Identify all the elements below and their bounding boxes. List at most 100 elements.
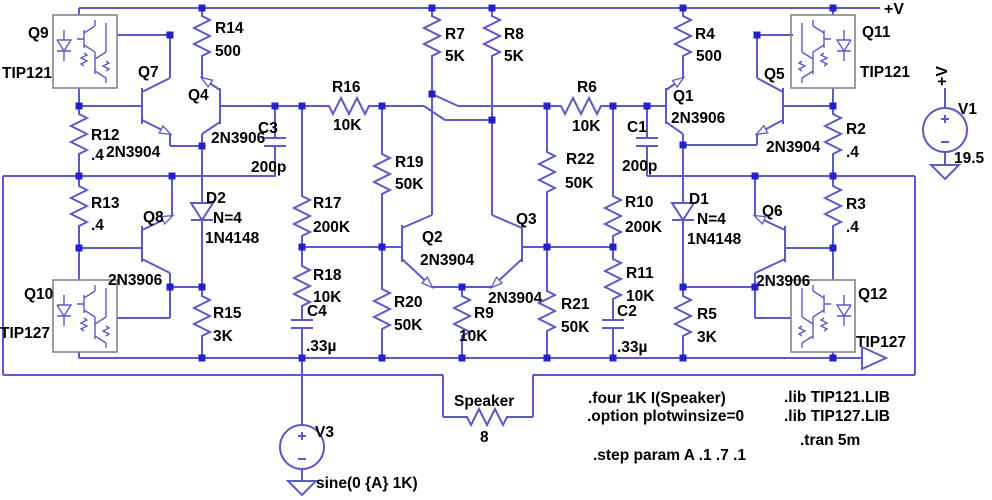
transistor-q4[interactable]: Q4 2N3906 bbox=[188, 76, 266, 147]
r4-value-label: 500 bbox=[696, 48, 722, 65]
c2-value-label: .33µ bbox=[617, 339, 647, 356]
r6-ref-label: R6 bbox=[577, 79, 597, 96]
spice-directives[interactable]: .four 1K I(Speaker) .option plotwinsize=… bbox=[587, 389, 890, 464]
q5-ref-label: Q5 bbox=[764, 66, 785, 83]
resistor-r3[interactable]: R3 .4 bbox=[824, 181, 866, 236]
resistor-r8[interactable]: R8 5K bbox=[483, 11, 525, 65]
r10-value-label: 200K bbox=[625, 219, 663, 236]
voltage-source-v3[interactable]: V3 sine(0 {A} 1K) bbox=[279, 424, 418, 496]
transistor-q8[interactable]: Q8 2N3906 bbox=[79, 209, 175, 289]
directive-tran[interactable]: .tran 5m bbox=[800, 432, 860, 449]
c1-value-label: 200p bbox=[622, 158, 657, 175]
diode-d1[interactable]: D1 N=4 1N4148 bbox=[671, 191, 742, 248]
resistor-r16[interactable]: R16 10K bbox=[324, 79, 374, 134]
transistor-q2[interactable]: Q2 2N3904 bbox=[382, 214, 475, 289]
darlington-q9[interactable]: Q9 TIP121 bbox=[2, 14, 118, 89]
resistor-r12[interactable]: R12 .4 bbox=[70, 109, 119, 164]
r18-value-label: 10K bbox=[313, 289, 342, 306]
directive-four[interactable]: .four 1K I(Speaker) bbox=[588, 390, 726, 407]
v3-value-label: sine(0 {A} 1K) bbox=[316, 475, 418, 492]
d2-param-label: N=4 bbox=[213, 210, 242, 227]
resistor-r15[interactable]: R15 3K bbox=[193, 291, 242, 345]
resistor-r7[interactable]: R7 5K bbox=[423, 11, 466, 65]
r9-value-label: 10K bbox=[459, 328, 488, 345]
q11-part-label: TIP121 bbox=[860, 64, 910, 81]
resistor-r14[interactable]: R14 500 bbox=[193, 11, 244, 61]
c4-ref-label: C4 bbox=[307, 303, 327, 320]
resistor-r21[interactable]: R21 50K bbox=[538, 286, 590, 336]
r13-ref-label: R13 bbox=[91, 195, 120, 212]
resistor-r11[interactable]: R11 10K bbox=[604, 254, 655, 305]
q6-ref-label: Q6 bbox=[762, 203, 783, 220]
q1-part-label: 2N3906 bbox=[671, 110, 726, 127]
q3-part-label: 2N3904 bbox=[488, 290, 543, 307]
directive-step[interactable]: .step param A .1 .7 .1 bbox=[593, 447, 746, 464]
v1-value-label: 19.5 bbox=[954, 150, 985, 167]
q12-part-label: TIP127 bbox=[856, 334, 906, 351]
resistor-r17[interactable]: R17 200K bbox=[293, 191, 351, 241]
q4-part-label: 2N3906 bbox=[211, 130, 266, 147]
transistor-q6[interactable]: Q6 2N3906 bbox=[752, 203, 833, 290]
c3-value-label: 200p bbox=[251, 159, 286, 176]
r3-ref-label: R3 bbox=[846, 196, 866, 213]
r19-ref-label: R19 bbox=[395, 154, 424, 171]
capacitor-c1[interactable]: C1 200p bbox=[622, 119, 658, 175]
r2-ref-label: R2 bbox=[846, 121, 866, 138]
v1-ref-label: V1 bbox=[958, 101, 977, 118]
r10-ref-label: R10 bbox=[625, 194, 653, 211]
resistor-r19[interactable]: R19 50K bbox=[373, 149, 424, 199]
d1-ref-label: D1 bbox=[689, 191, 709, 208]
r7-ref-label: R7 bbox=[445, 26, 465, 43]
r14-value-label: 500 bbox=[215, 43, 241, 60]
directive-lib-tip121[interactable]: .lib TIP121.LIB bbox=[784, 389, 890, 406]
speaker-resistor[interactable]: Speaker 8 bbox=[454, 393, 514, 446]
voltage-source-v1[interactable]: +V V1 19.5 bbox=[922, 66, 985, 180]
resistor-r22[interactable]: R22 50K bbox=[538, 147, 594, 197]
resistor-r9[interactable]: R9 10K bbox=[453, 291, 494, 345]
r17-value-label: 200K bbox=[313, 219, 351, 236]
directive-option[interactable]: .option plotwinsize=0 bbox=[587, 408, 744, 425]
wire-right-half bbox=[646, 34, 834, 358]
transistor-q1[interactable]: Q1 2N3906 bbox=[665, 76, 726, 135]
q12-ref-label: Q12 bbox=[858, 286, 887, 303]
q5-part-label: 2N3904 bbox=[766, 139, 821, 156]
r3-value-label: .4 bbox=[846, 219, 859, 236]
v3-ground-icon bbox=[287, 480, 317, 496]
capacitor-c3[interactable]: C3 200p bbox=[251, 120, 286, 176]
wire-left-half bbox=[78, 34, 402, 358]
c2-ref-label: C2 bbox=[617, 303, 637, 320]
capacitor-c2[interactable]: C2 .33µ bbox=[602, 303, 647, 356]
darlington-q11[interactable]: Q11 TIP121 bbox=[790, 14, 910, 89]
resistor-r2[interactable]: R2 .4 bbox=[824, 109, 866, 161]
resistor-r5[interactable]: R5 3K bbox=[674, 291, 718, 346]
darlington-q12[interactable]: Q12 TIP127 bbox=[790, 279, 906, 353]
q6-part-label: 2N3906 bbox=[756, 273, 811, 290]
transistor-q7[interactable]: Q7 2N3904 bbox=[106, 64, 173, 161]
resistor-r4[interactable]: R4 500 bbox=[674, 11, 722, 65]
q9-part-label: TIP121 bbox=[2, 65, 52, 82]
directive-lib-tip127[interactable]: .lib TIP127.LIB bbox=[784, 408, 890, 425]
resistor-r10[interactable]: R10 200K bbox=[604, 191, 663, 241]
output-port-arrow[interactable] bbox=[861, 345, 889, 371]
r11-value-label: 10K bbox=[626, 288, 655, 305]
transistor-q5[interactable]: Q5 2N3904 bbox=[754, 66, 833, 156]
v1-ground-icon bbox=[930, 164, 960, 180]
resistor-r6[interactable]: R6 10K bbox=[556, 79, 606, 135]
resistor-r18[interactable]: R18 10K bbox=[293, 261, 342, 311]
r21-value-label: 50K bbox=[561, 319, 590, 336]
capacitor-c4[interactable]: C4 .33µ bbox=[291, 303, 336, 355]
d1-part-label: 1N4148 bbox=[687, 231, 742, 248]
darlington-q10[interactable]: Q10 TIP127 bbox=[0, 279, 118, 353]
d1-param-label: N=4 bbox=[697, 211, 726, 228]
q9-ref-label: Q9 bbox=[28, 25, 49, 42]
c3-ref-label: C3 bbox=[258, 120, 278, 137]
diode-d2[interactable]: D2 N=4 1N4148 bbox=[190, 190, 260, 247]
transistor-q3[interactable]: Q3 2N3904 bbox=[488, 211, 543, 307]
r9-ref-label: R9 bbox=[474, 305, 494, 322]
resistor-r20[interactable]: R20 50K bbox=[373, 284, 423, 334]
r12-ref-label: R12 bbox=[91, 127, 119, 144]
q10-part-label: TIP127 bbox=[0, 325, 50, 342]
r15-value-label: 3K bbox=[213, 328, 234, 345]
resistor-r13[interactable]: R13 .4 bbox=[70, 181, 120, 234]
